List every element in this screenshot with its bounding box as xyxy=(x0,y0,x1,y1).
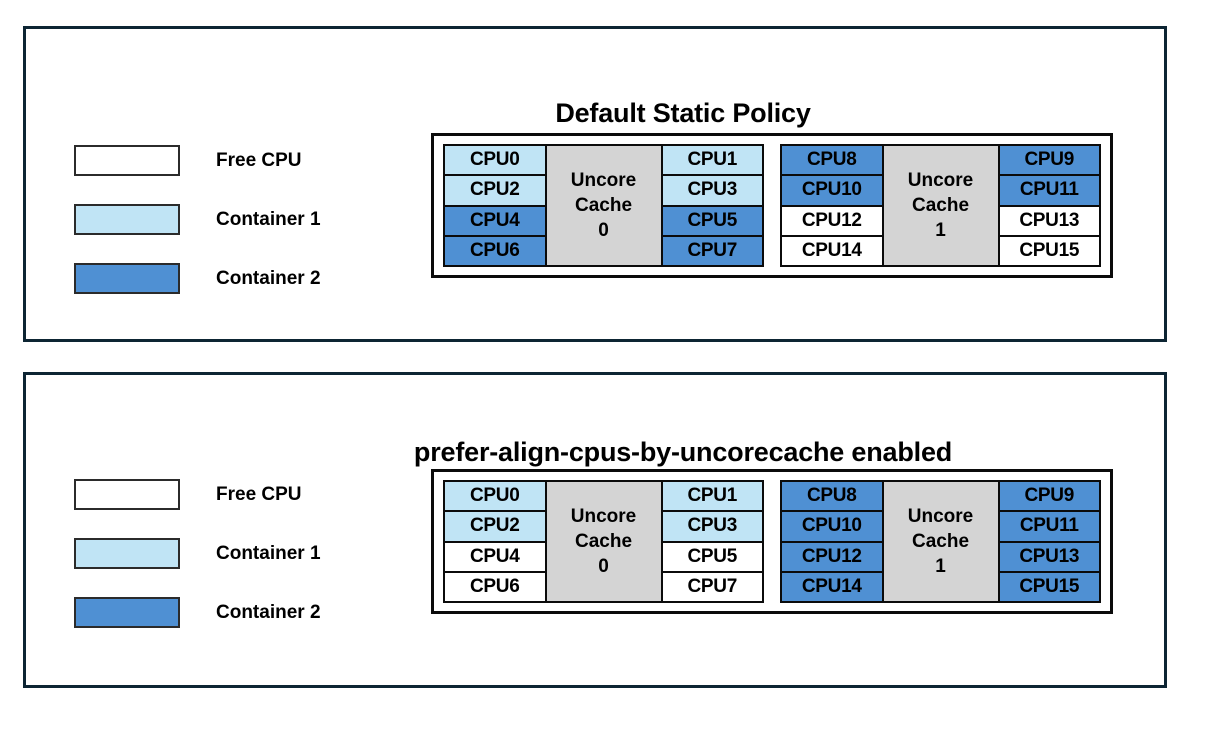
legend-item-container-2: Container 2 xyxy=(74,583,321,642)
uncore-cache-label: Uncore Cache 0 xyxy=(544,146,663,265)
cpu-cell[interactable]: CPU5 xyxy=(662,206,762,237)
cpu-cell[interactable]: CPU1 xyxy=(662,482,762,513)
legend-swatch-container-1 xyxy=(74,538,180,569)
uncore-cache-line-1: Uncore xyxy=(907,169,974,191)
legend-label-container-1: Container 1 xyxy=(216,542,321,564)
cpu-cell[interactable]: CPU4 xyxy=(445,206,545,237)
legend-top: Free CPU Container 1 Container 2 xyxy=(74,131,321,308)
uncore-cache-line-1: Uncore xyxy=(907,505,974,527)
legend-swatch-container-2 xyxy=(74,263,180,294)
cpu-cell[interactable]: CPU13 xyxy=(999,542,1099,573)
legend-item-container-2: Container 2 xyxy=(74,249,321,308)
cpu-cell[interactable]: CPU15 xyxy=(999,236,1099,265)
cpu-column-left: CPU8 CPU10 CPU12 CPU14 xyxy=(782,146,882,265)
legend-item-container-1: Container 1 xyxy=(74,524,321,583)
uncore-cache-index: 1 xyxy=(935,556,946,578)
cpu-cell[interactable]: CPU5 xyxy=(662,542,762,573)
cpu-column-left: CPU8 CPU10 CPU12 CPU14 xyxy=(782,482,882,601)
uncore-cache-line-1: Uncore xyxy=(570,169,637,191)
legend-bottom: Free CPU Container 1 Container 2 xyxy=(74,465,321,642)
uncore-cache-line-2: Cache xyxy=(911,194,970,216)
cpu-cell[interactable]: CPU11 xyxy=(999,176,1099,207)
panel-default-static-policy: Default Static Policy Free CPU Container… xyxy=(23,26,1167,342)
uncore-cache-label: Uncore Cache 1 xyxy=(881,146,1000,265)
cpu-cell[interactable]: CPU10 xyxy=(782,176,882,207)
panel-prefer-align-cpus-by-uncorecache: prefer-align-cpus-by-uncorecache enabled… xyxy=(23,372,1167,688)
legend-label-container-1: Container 1 xyxy=(216,208,321,230)
cpu-cell[interactable]: CPU6 xyxy=(445,572,545,601)
cpu-cell[interactable]: CPU3 xyxy=(662,512,762,543)
cpu-column-left: CPU0 CPU2 CPU4 CPU6 xyxy=(445,482,545,601)
uncore-cache-line-2: Cache xyxy=(574,530,633,552)
cpu-cell[interactable]: CPU9 xyxy=(999,146,1099,177)
cpu-cell[interactable]: CPU0 xyxy=(445,482,545,513)
cpu-cell[interactable]: CPU15 xyxy=(999,572,1099,601)
cache-group-0: CPU0 CPU2 CPU4 CPU6 Uncore Cache 0 CPU1 … xyxy=(443,144,764,267)
legend-swatch-free-cpu xyxy=(74,145,180,176)
legend-item-free-cpu: Free CPU xyxy=(74,465,321,524)
legend-label-free-cpu: Free CPU xyxy=(216,149,302,171)
cpu-cell[interactable]: CPU14 xyxy=(782,236,882,265)
cpu-cell[interactable]: CPU12 xyxy=(782,206,882,237)
cpu-cell[interactable]: CPU11 xyxy=(999,512,1099,543)
legend-label-free-cpu: Free CPU xyxy=(216,483,302,505)
legend-swatch-container-1 xyxy=(74,204,180,235)
cpu-cell[interactable]: CPU0 xyxy=(445,146,545,177)
cpu-cell[interactable]: CPU8 xyxy=(782,146,882,177)
cpu-cell[interactable]: CPU8 xyxy=(782,482,882,513)
cpu-column-right: CPU1 CPU3 CPU5 CPU7 xyxy=(662,146,762,265)
cpu-column-right: CPU9 CPU11 CPU13 CPU15 xyxy=(999,146,1099,265)
uncore-cache-index: 0 xyxy=(598,220,609,242)
cache-group-1: CPU8 CPU10 CPU12 CPU14 Uncore Cache 1 CP… xyxy=(780,144,1101,267)
cpu-cell[interactable]: CPU4 xyxy=(445,542,545,573)
cpu-column-right: CPU1 CPU3 CPU5 CPU7 xyxy=(662,482,762,601)
cpu-column-right: CPU9 CPU11 CPU13 CPU15 xyxy=(999,482,1099,601)
legend-item-container-1: Container 1 xyxy=(74,190,321,249)
cpu-topology-diagram-top: CPU0 CPU2 CPU4 CPU6 Uncore Cache 0 CPU1 … xyxy=(431,133,1113,278)
cpu-column-left: CPU0 CPU2 CPU4 CPU6 xyxy=(445,146,545,265)
cpu-cell[interactable]: CPU9 xyxy=(999,482,1099,513)
uncore-cache-index: 1 xyxy=(935,220,946,242)
cpu-cell[interactable]: CPU1 xyxy=(662,146,762,177)
legend-swatch-container-2 xyxy=(74,597,180,628)
page-title: Default Static Policy xyxy=(555,98,811,129)
legend-label-container-2: Container 2 xyxy=(216,601,321,623)
legend-label-container-2: Container 2 xyxy=(216,267,321,289)
legend-item-free-cpu: Free CPU xyxy=(74,131,321,190)
cpu-cell[interactable]: CPU7 xyxy=(662,236,762,265)
cpu-cell[interactable]: CPU12 xyxy=(782,542,882,573)
uncore-cache-line-2: Cache xyxy=(574,194,633,216)
cpu-cell[interactable]: CPU13 xyxy=(999,206,1099,237)
cpu-cell[interactable]: CPU7 xyxy=(662,572,762,601)
cache-group-1: CPU8 CPU10 CPU12 CPU14 Uncore Cache 1 CP… xyxy=(780,480,1101,603)
cpu-cell[interactable]: CPU2 xyxy=(445,176,545,207)
cpu-topology-diagram-bottom: CPU0 CPU2 CPU4 CPU6 Uncore Cache 0 CPU1 … xyxy=(431,469,1113,614)
uncore-cache-label: Uncore Cache 0 xyxy=(544,482,663,601)
uncore-cache-label: Uncore Cache 1 xyxy=(881,482,1000,601)
cpu-cell[interactable]: CPU10 xyxy=(782,512,882,543)
cache-group-0: CPU0 CPU2 CPU4 CPU6 Uncore Cache 0 CPU1 … xyxy=(443,480,764,603)
uncore-cache-index: 0 xyxy=(598,556,609,578)
page-title: prefer-align-cpus-by-uncorecache enabled xyxy=(413,437,953,468)
cpu-cell[interactable]: CPU2 xyxy=(445,512,545,543)
uncore-cache-line-2: Cache xyxy=(911,530,970,552)
cpu-cell[interactable]: CPU3 xyxy=(662,176,762,207)
uncore-cache-line-1: Uncore xyxy=(570,505,637,527)
cpu-cell[interactable]: CPU6 xyxy=(445,236,545,265)
cpu-cell[interactable]: CPU14 xyxy=(782,572,882,601)
legend-swatch-free-cpu xyxy=(74,479,180,510)
